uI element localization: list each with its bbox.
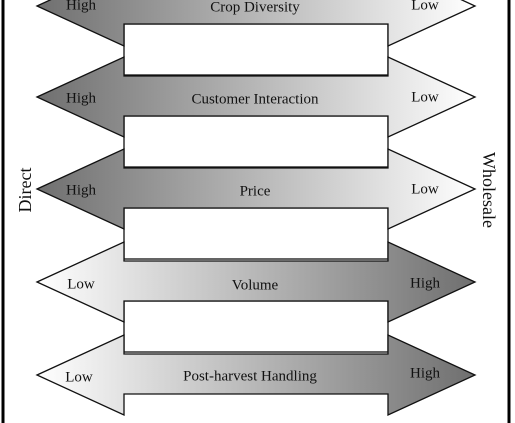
right-level-label: Low: [411, 181, 439, 197]
double-arrow: [35, 240, 477, 324]
connector-box: [123, 23, 389, 76]
double-arrow: [35, 147, 477, 231]
arrow-title: Volume: [232, 277, 279, 293]
arrow-title: Customer Interaction: [191, 91, 319, 107]
double-arrow: [35, 333, 477, 417]
left-level-label: High: [66, 90, 97, 106]
row-customer-interaction: Customer Interaction High Low: [35, 55, 477, 168]
left-level-label: Low: [65, 369, 93, 385]
wholesale-label: Wholesale: [479, 152, 499, 228]
double-arrow: [35, 55, 477, 139]
right-level-label: Low: [411, 89, 439, 105]
connector-box: [123, 207, 389, 260]
direct-label: Direct: [15, 168, 35, 213]
left-level-label: Low: [67, 276, 95, 292]
row-price: Price High Low: [35, 147, 477, 260]
arrow-title: Post-harvest Handling: [183, 368, 317, 384]
row-volume: Volume Low High: [35, 240, 477, 353]
arrow-title: Crop Diversity: [210, 0, 300, 15]
right-level-label: High: [410, 365, 441, 381]
connector-box: [123, 115, 389, 168]
connector-box: [123, 300, 389, 353]
right-level-label: Low: [411, 0, 439, 13]
double-arrow: [35, 0, 477, 48]
right-level-label: High: [410, 275, 441, 291]
row-post-harvest-handling: Post-harvest Handling Low High: [35, 333, 477, 417]
arrow-title: Price: [240, 183, 271, 199]
left-level-label: High: [66, 182, 97, 198]
left-level-label: High: [66, 0, 97, 13]
row-crop-diversity: Crop Diversity High Low: [35, 0, 477, 76]
